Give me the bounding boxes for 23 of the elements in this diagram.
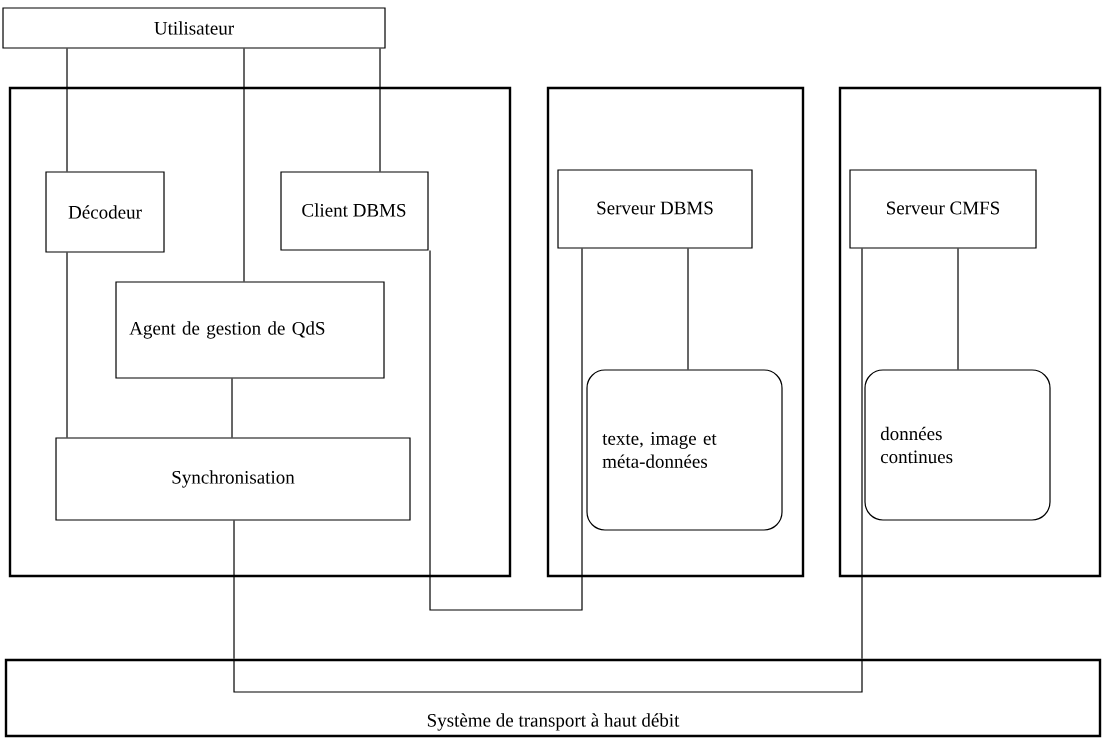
transport-box: Système de transport à haut débit — [4, 658, 1102, 738]
connector-line — [687, 248, 689, 370]
component-box: Serveur DBMS — [557, 169, 753, 249]
component-box: Synchronisation — [55, 437, 411, 521]
connector-line — [957, 248, 959, 370]
connector-line — [233, 520, 235, 660]
connector-line — [243, 48, 245, 282]
connector-line — [66, 252, 68, 438]
connector-line — [429, 248, 583, 611]
connector-line — [66, 48, 68, 172]
storage-box: texte, image et méta-données — [586, 369, 783, 531]
connector-line — [861, 248, 863, 660]
storage-box: données continues — [864, 369, 1051, 521]
connector-line — [379, 48, 381, 172]
component-box: Agent de gestion de QdS — [115, 281, 385, 379]
component-box: Décodeur — [45, 171, 165, 253]
connector-line — [231, 378, 233, 438]
component-box: Utilisateur — [2, 7, 386, 49]
component-box: Serveur CMFS — [849, 169, 1037, 249]
component-box: Client DBMS — [280, 171, 429, 251]
container-box — [546, 86, 805, 578]
container-box — [838, 86, 1102, 578]
container-box — [8, 86, 512, 578]
